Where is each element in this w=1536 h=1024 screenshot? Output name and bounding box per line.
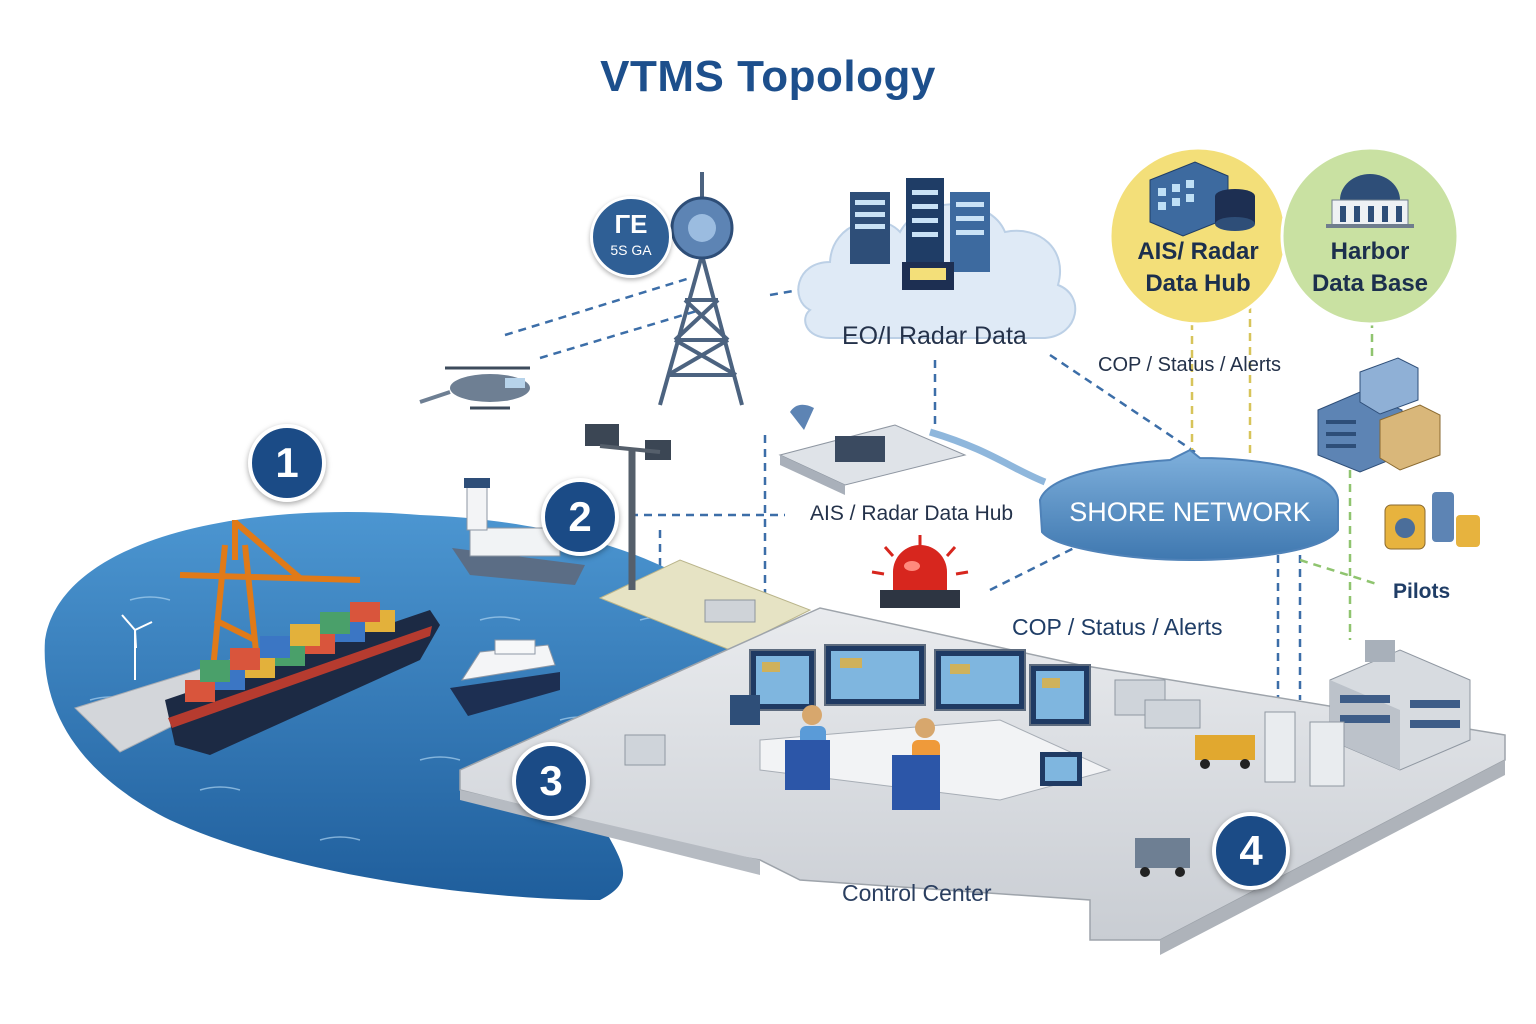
ais-radar-hub-label: AIS / Radar Data Hub xyxy=(810,502,1014,525)
utility-vehicles xyxy=(1135,711,1345,877)
control-center-label: Control Center xyxy=(842,880,992,906)
data-feeds xyxy=(1190,305,1252,455)
ais-hub-label: AIS/ Radar Data Hub xyxy=(1128,236,1268,300)
patrol-vessel-icon xyxy=(452,478,585,585)
5g-badge-caption: 5S GA xyxy=(610,242,652,258)
shore-network-label: SHORE NETWORK xyxy=(1069,496,1311,527)
5g-icon: ΓE xyxy=(614,209,648,239)
alarm-beacon-icon xyxy=(871,535,969,608)
radar-dish-icon xyxy=(778,404,967,495)
hub-server-icon xyxy=(1149,161,1255,237)
harbor-db-label: Harbor Data Base xyxy=(1300,236,1440,300)
camera-mast-icon xyxy=(585,424,671,590)
cop-status-alerts-mid: COP / Status / Alerts xyxy=(1012,614,1223,640)
ais-hub-line1: AIS/ Radar xyxy=(1137,238,1259,265)
cloud-server-icon xyxy=(797,178,1077,339)
container-ship-icon xyxy=(165,602,440,755)
harbor-building-dome-icon xyxy=(1326,174,1414,228)
harbor-db-circle xyxy=(1280,146,1460,326)
pilot-equipment-icon xyxy=(1384,492,1480,550)
harbor-db-line1: Harbor xyxy=(1330,238,1410,265)
operator-figures xyxy=(785,705,940,810)
helicopter-icon xyxy=(419,366,530,410)
cloud-label: EO/I Radar Data xyxy=(842,322,1027,350)
marker-1: 1 xyxy=(248,424,326,502)
patrol-boat-icon xyxy=(450,639,560,716)
cop-status-alerts-top: COP / Status / Alerts xyxy=(1098,354,1282,376)
pilots-label: Pilots xyxy=(1393,580,1451,603)
harbor-db-line2: Data Base xyxy=(1311,270,1429,297)
tower-icon xyxy=(658,172,744,406)
5g-badge: ΓE 5S GA xyxy=(590,196,672,278)
server-stack-icon xyxy=(1317,357,1441,473)
page-title: VTMS Topology xyxy=(600,52,936,101)
marker-4: 4 xyxy=(1212,812,1290,890)
shore-network-shape xyxy=(1038,448,1339,562)
control-room-icon xyxy=(730,644,1112,810)
marker-2: 2 xyxy=(541,478,619,556)
marker-3: 3 xyxy=(512,742,590,820)
ais-hub-line2: Data Hub xyxy=(1145,270,1251,297)
